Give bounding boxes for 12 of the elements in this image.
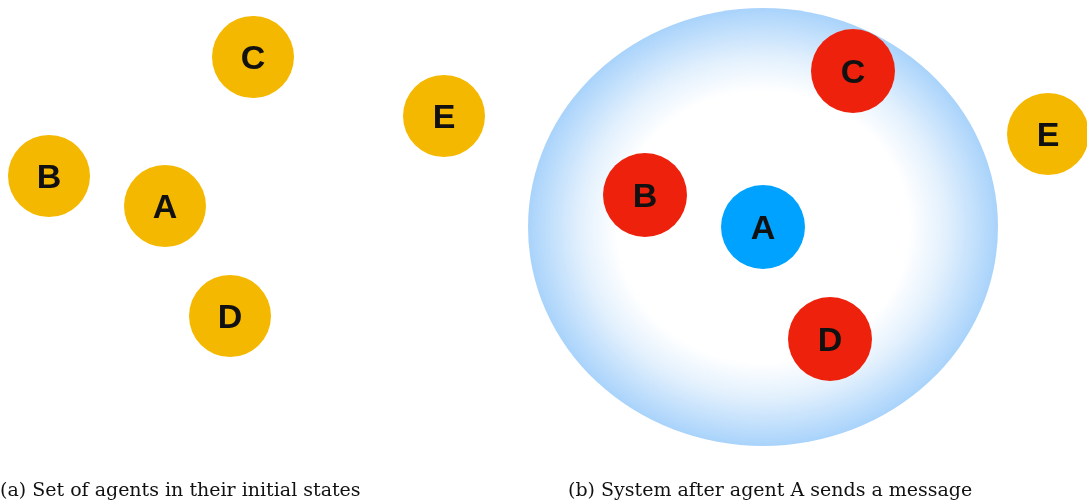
agent-label: A [152, 186, 178, 226]
agent-label: E [1036, 114, 1060, 154]
agent-label: C [240, 37, 266, 77]
agent-label: D [817, 319, 843, 359]
subfigure-caption: (b) System after agent A sends a message [568, 478, 973, 500]
agent-label: B [36, 156, 62, 196]
subfigure-caption: (a) Set of agents in their initial states [0, 478, 361, 500]
agent-label: D [217, 296, 243, 336]
agent-label: E [432, 96, 456, 136]
agent-label: C [840, 51, 866, 91]
agent-label: B [632, 175, 658, 215]
agent-label: A [750, 207, 776, 247]
